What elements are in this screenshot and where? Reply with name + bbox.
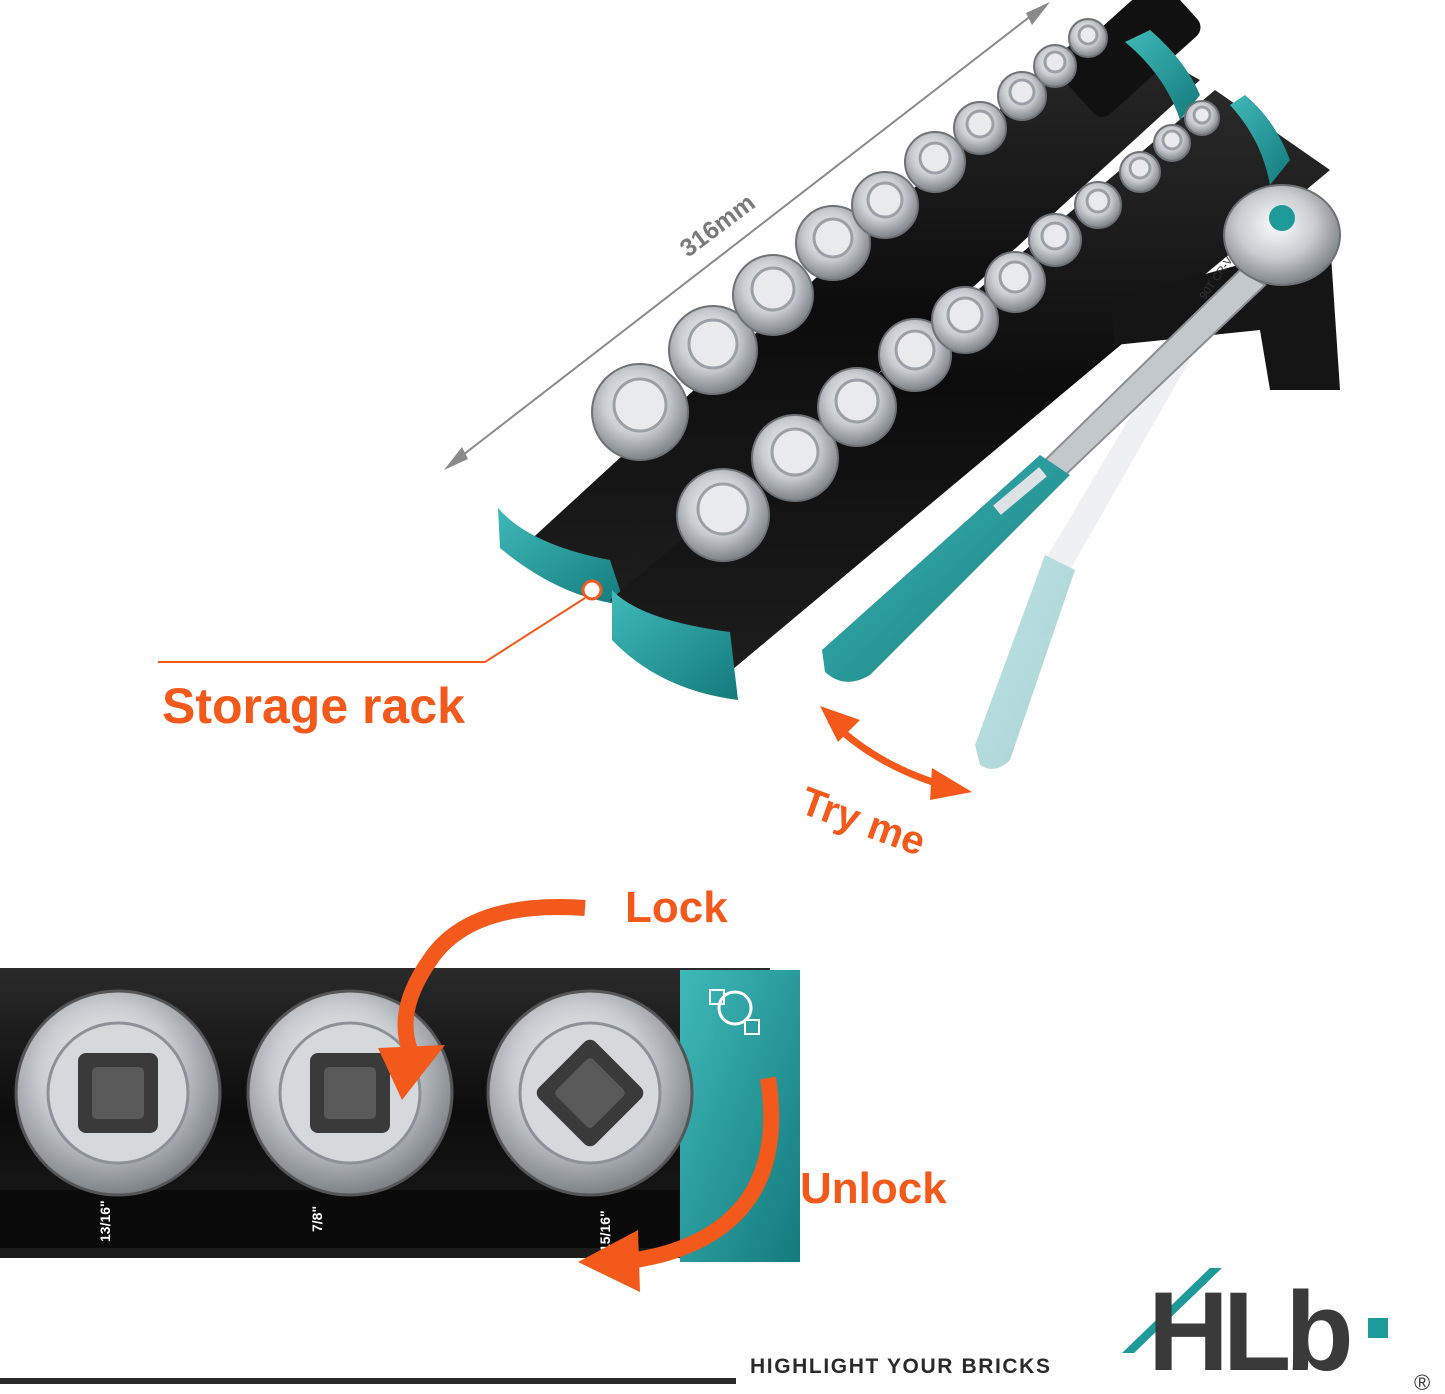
socket-size-label-2: 7/8"	[309, 1206, 325, 1232]
storage-rack-label: Storage rack	[162, 678, 465, 734]
socket	[751, 414, 839, 502]
socket	[591, 363, 689, 461]
socket-size-label-3: 15/16"	[597, 1210, 613, 1252]
registered-mark: ®	[1414, 1370, 1430, 1394]
socket	[1153, 124, 1191, 162]
socket-size-label-1: 13/16"	[97, 1200, 113, 1242]
swing-arrow	[820, 706, 972, 800]
closeup-socket	[246, 989, 454, 1197]
socket	[817, 367, 897, 447]
socket-set-top-view: 316mm	[158, 0, 1341, 865]
socket	[851, 171, 919, 239]
socket	[1068, 18, 1108, 58]
logo-text: HLb	[1148, 1269, 1349, 1394]
socket	[1119, 151, 1161, 193]
closeup-end-cap	[680, 970, 800, 1262]
dimension-label: 316mm	[675, 189, 761, 263]
try-me-label: Try me	[795, 779, 931, 864]
socket	[1184, 100, 1220, 136]
socket	[1033, 44, 1077, 88]
storage-rack-callout	[158, 579, 603, 663]
socket	[668, 305, 758, 395]
socket	[1028, 213, 1082, 267]
rail-closeup: 13/16" 7/8" 15/16" Lock Unlock	[0, 883, 947, 1292]
socket	[732, 254, 814, 336]
socket-row-1	[591, 18, 1108, 461]
closeup-socket	[486, 989, 694, 1197]
unlock-label: Unlock	[800, 1164, 947, 1213]
closeup-socket	[14, 989, 222, 1197]
socket	[1074, 181, 1122, 229]
socket	[676, 468, 770, 562]
socket-row-2	[676, 100, 1220, 562]
lock-arrow	[378, 899, 586, 1100]
footer-rule	[0, 1378, 736, 1384]
socket	[795, 205, 871, 281]
socket	[931, 286, 999, 354]
lock-icon-cluster	[709, 989, 760, 1035]
socket	[953, 101, 1007, 155]
dimension-arrow	[444, 2, 1050, 470]
unlock-arrow	[578, 1076, 780, 1292]
logo-square-icon	[1368, 1318, 1388, 1338]
socket	[984, 251, 1046, 313]
socket	[997, 71, 1047, 121]
socket	[904, 131, 966, 193]
brand-logo: HLb ®	[1122, 1268, 1430, 1394]
brand-tagline: HIGHLIGHT YOUR BRICKS	[750, 1355, 1052, 1378]
rail-2-end-cap	[612, 590, 738, 700]
socket	[878, 318, 952, 392]
lock-label: Lock	[625, 883, 728, 932]
ratchet-ghost	[975, 350, 1190, 769]
